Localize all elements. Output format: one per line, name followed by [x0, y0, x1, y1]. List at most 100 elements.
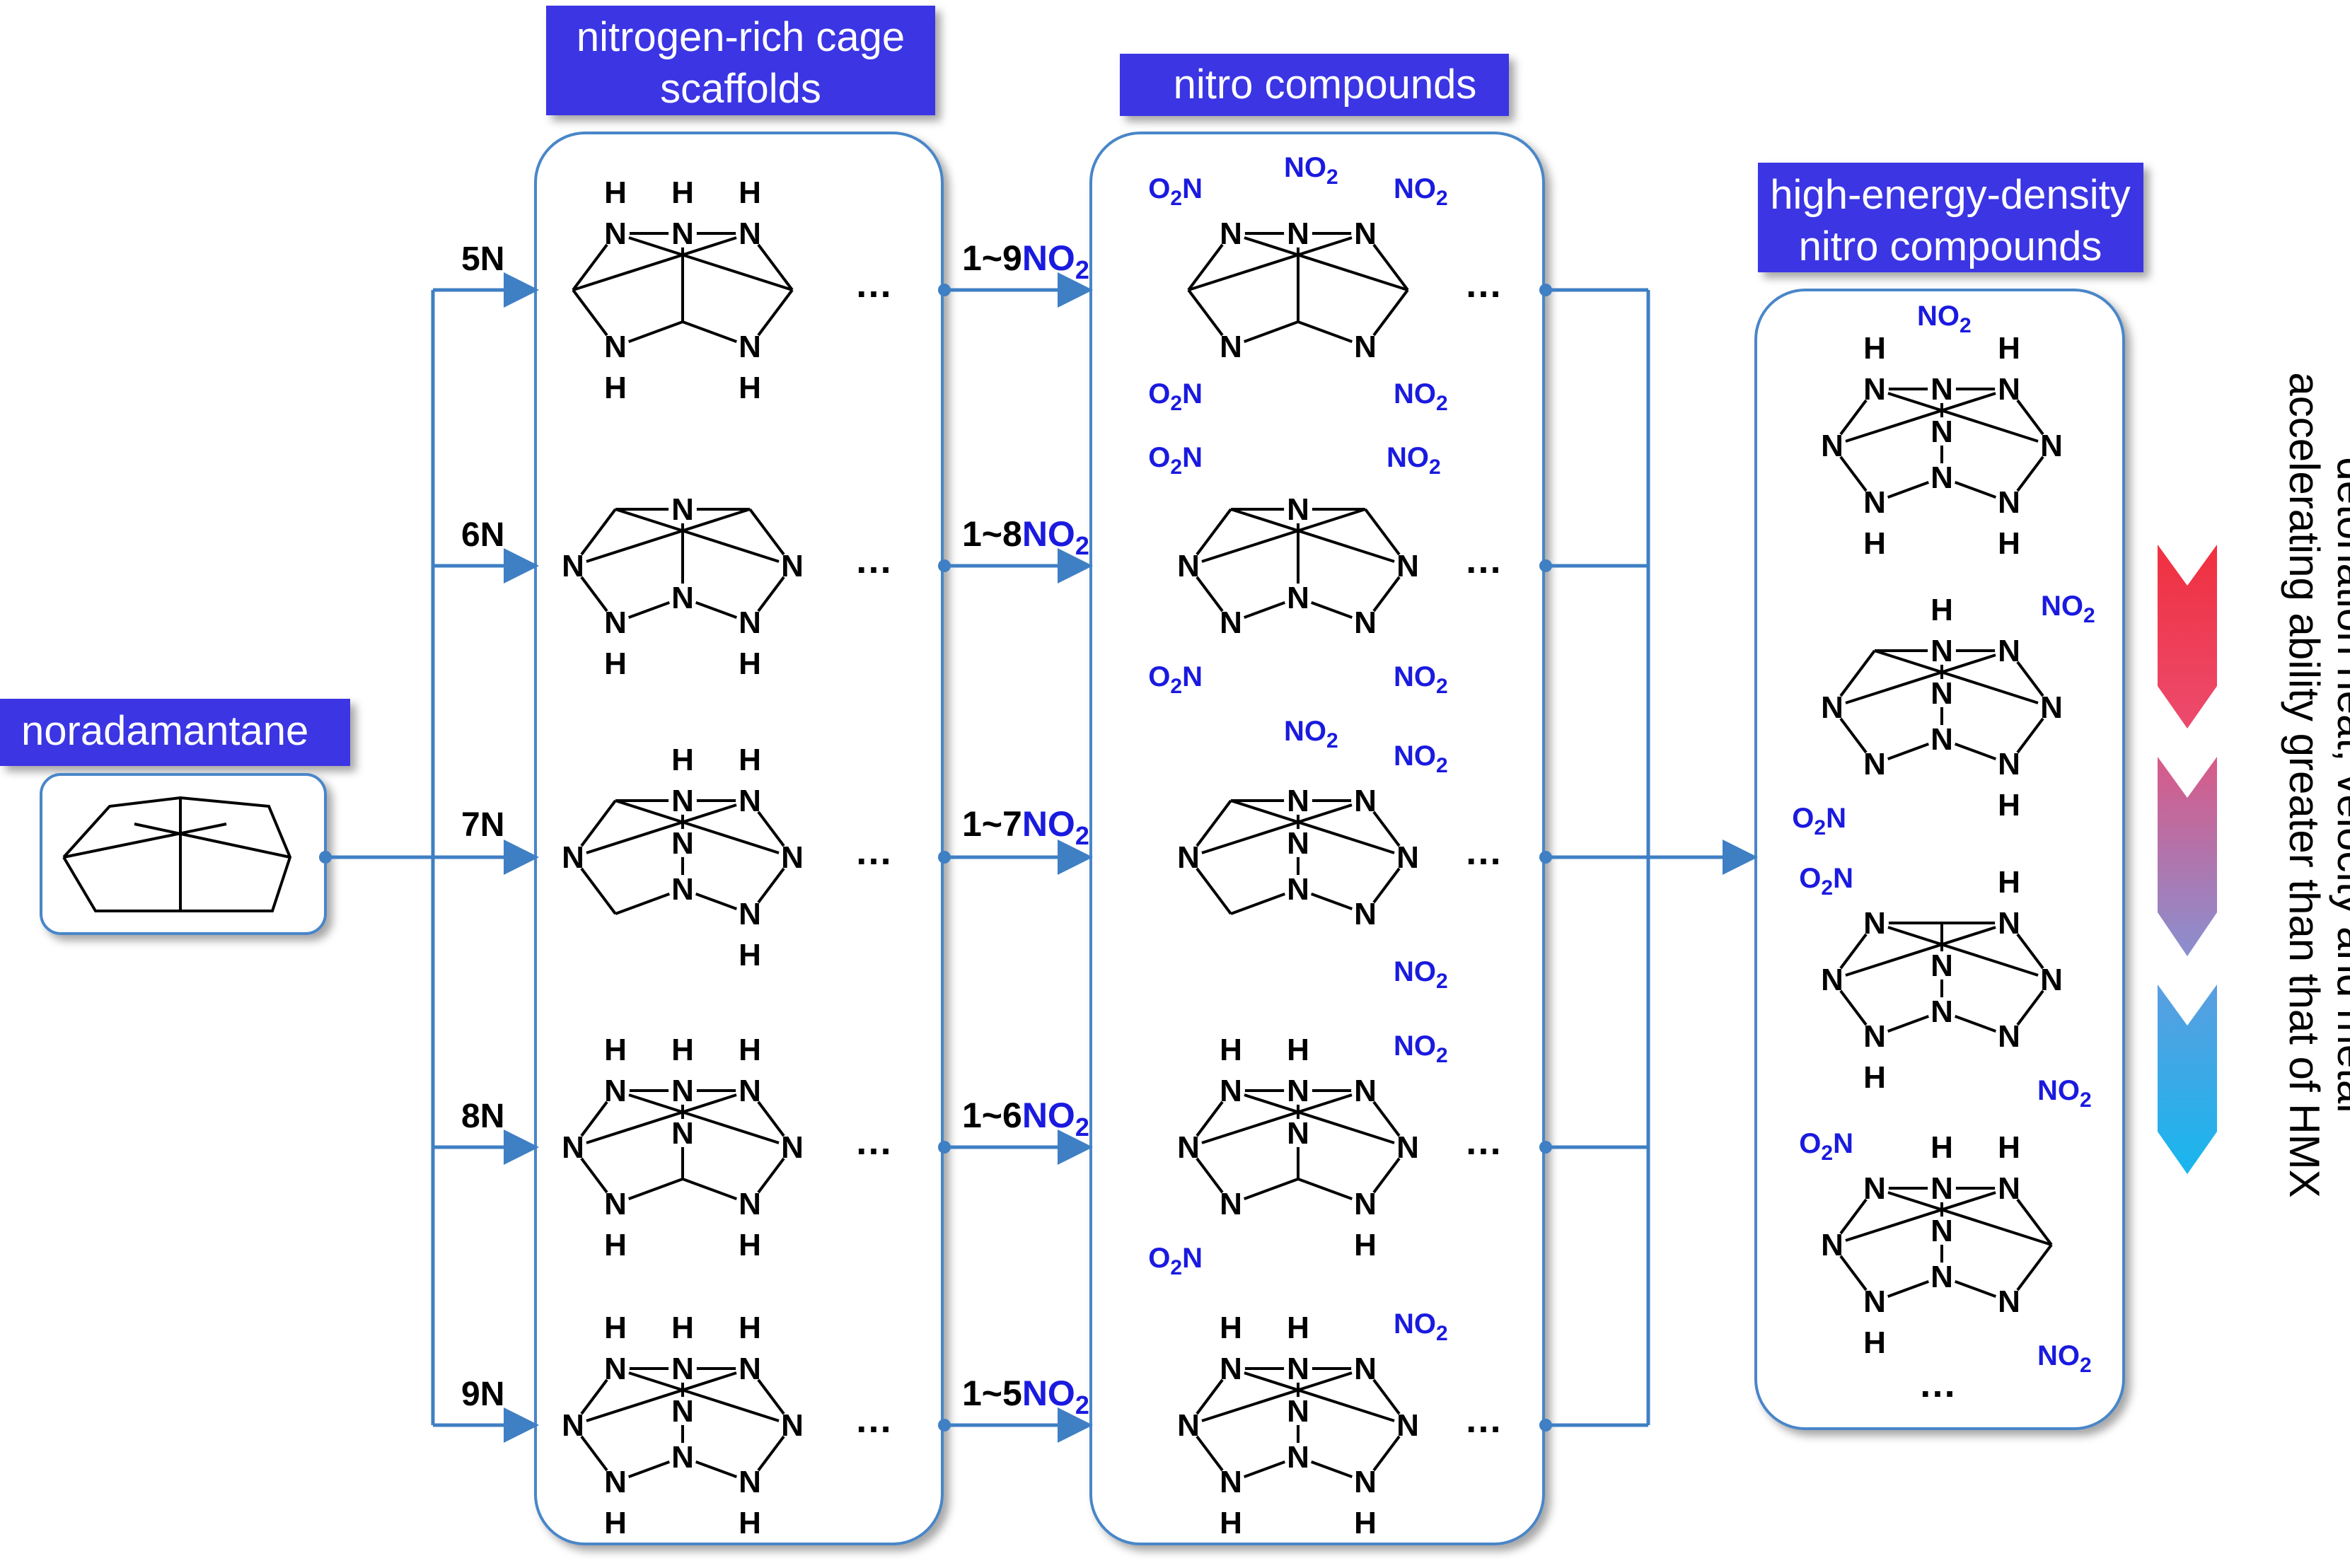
nitro-group-label: O2N [1148, 173, 1203, 210]
nitro-group-label: O2N [1792, 803, 1846, 840]
svg-text:…: … [855, 263, 893, 306]
ellipsis-markers: … … … … … … … … … … … [855, 263, 1957, 1441]
nitro-group-label: NO2 [1394, 661, 1448, 698]
hydrogen-atom: H [671, 743, 694, 777]
row-label-9n: 9N [461, 1376, 504, 1413]
hydrogen-atom: H [604, 646, 627, 681]
nitrogen-atom: N [1998, 1171, 2020, 1206]
svg-text:…: … [855, 1398, 893, 1441]
hydrogen-atom: H [604, 1033, 627, 1067]
noradamantane-label-text: noradamantane [21, 708, 308, 754]
hydrogen-atom: H [604, 175, 627, 210]
nitrogen-atom: N [671, 826, 694, 861]
hydrogen-atom: H [739, 938, 761, 972]
nitrogen-atom: N [1863, 485, 1886, 520]
connector-dots [319, 284, 1552, 1431]
hydrogen-atom: H [739, 1506, 761, 1540]
hydrogen-atom: H [604, 371, 627, 405]
svg-text:…: … [1918, 1363, 1957, 1405]
nitrogen-atom: N [671, 872, 694, 907]
nitrogen-atom: N [1931, 460, 1953, 495]
nitration-count-row2: 1~8NO2 [962, 514, 1089, 560]
nitrogen-atom: N [1287, 492, 1309, 527]
nitrogen-atom: N [1287, 1394, 1309, 1429]
nitrogen-atom: N [604, 605, 627, 640]
nitrogen-atom: N [1354, 1074, 1377, 1108]
nitro-group-label: NO2 [1394, 956, 1448, 993]
nitrogen-atom: N [1998, 485, 2020, 520]
nitrogen-atom: N [1998, 372, 2020, 407]
nitrogen-atom: N [739, 1352, 761, 1386]
nitrogen-atom: N [1396, 549, 1419, 583]
nitrogen-atom: N [739, 1074, 761, 1108]
nitro-group-label: NO2 [1387, 442, 1441, 479]
nitrogen-atom: N [671, 784, 694, 818]
svg-text:…: … [1464, 1120, 1503, 1163]
hydrogen-atom: H [1220, 1506, 1242, 1540]
nitrogen-atom: N [562, 549, 584, 583]
nitrogen-atom: N [1863, 1171, 1886, 1206]
nitrogen-atom: N [1220, 1074, 1242, 1108]
nitrogen-atom: N [1931, 1214, 1953, 1248]
nitro-group-label: NO2 [1394, 173, 1448, 210]
nitro-group-label: O2N [1148, 1243, 1203, 1279]
scaffolds-label-line2: scaffolds [660, 66, 821, 112]
nitro-group-label: O2N [1799, 863, 1853, 900]
trend-chevrons [2158, 545, 2217, 1174]
hydrogen-atom: H [671, 1033, 694, 1067]
scaffolds-label-line1: nitrogen-rich cage [577, 14, 905, 60]
nitration-count-row4: 1~6NO2 [962, 1096, 1089, 1142]
nitrogen-atom: N [2040, 963, 2063, 997]
nitrogen-atom: N [604, 216, 627, 251]
nitrogen-atom: N [1354, 1465, 1377, 1499]
hydrogen-atom: H [739, 646, 761, 681]
nitrogen-atom: N [1396, 840, 1419, 875]
nitrogen-atom: N [1821, 690, 1843, 725]
nitrogen-atom: N [1354, 897, 1377, 931]
nitrogen-atom: N [781, 549, 804, 583]
nitrogen-atom: N [1177, 840, 1200, 875]
nitrogen-atom: N [781, 840, 804, 875]
chevron-red-icon [2158, 545, 2217, 728]
nitrogen-atom: N [1287, 581, 1309, 615]
hydrogen-atom: H [739, 1311, 761, 1345]
nitrogen-atom: N [1863, 1019, 1886, 1054]
hydrogen-atom: H [1354, 1506, 1377, 1540]
nitrogen-atom: N [1177, 1130, 1200, 1165]
nitrogen-atom: N [1287, 1352, 1309, 1386]
row-label-5n: 5N [461, 240, 504, 278]
hydrogen-atom: H [1863, 331, 1886, 366]
side-annotation-line2: accelerating ability greater than that o… [2281, 372, 2328, 1197]
nitro-group-label: O2N [1799, 1128, 1853, 1165]
nitrogen-atom: N [1354, 216, 1377, 251]
hed-label-line1: high-energy-density [1770, 172, 2130, 218]
chevron-purple-icon [2158, 757, 2217, 956]
nitrogen-atom: N [739, 1465, 761, 1499]
nitrogen-atom: N [739, 784, 761, 818]
nitrogen-atom: N [1354, 1352, 1377, 1386]
nitro-group-label: NO2 [1394, 741, 1448, 777]
nitrogen-atom: N [1931, 634, 1953, 668]
nitrogen-atom: N [562, 840, 584, 875]
hed-label-line2: nitro compounds [1799, 223, 2102, 269]
hydrogen-atom: H [1998, 331, 2020, 366]
nitrogen-atom: N [1931, 1260, 1953, 1294]
scaffolds-box [534, 132, 944, 1545]
nitrogen-atom: N [1863, 906, 1886, 941]
hydrogen-atom: H [1931, 593, 1953, 627]
hydrogen-atom: H [604, 1311, 627, 1345]
nitrogen-atom: N [1177, 1408, 1200, 1443]
nitrogen-atom: N [739, 605, 761, 640]
nitrogen-atom: N [2040, 690, 2063, 725]
nitrogen-atom: N [739, 330, 761, 364]
nitrogen-atom: N [1287, 1116, 1309, 1151]
hydrogen-atom: H [739, 371, 761, 405]
nitrogen-atom: N [671, 1440, 694, 1475]
